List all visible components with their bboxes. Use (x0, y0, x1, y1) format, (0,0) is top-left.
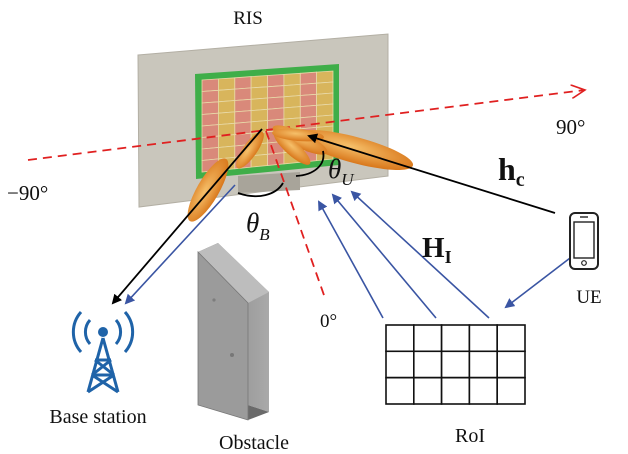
channel-subscript: c (516, 169, 525, 191)
roi-grid (385, 324, 526, 405)
blue-arrow-roi-ris (331, 193, 437, 319)
direct-channel-arrow (307, 133, 556, 214)
roi-cell (385, 376, 415, 405)
ris-element (250, 108, 268, 123)
ris-element (217, 145, 236, 160)
ris-element (234, 87, 252, 101)
ris-element (201, 112, 219, 127)
theta-u-arc (295, 150, 325, 177)
ris-element (217, 88, 236, 103)
roi-cell (412, 376, 443, 405)
ris-element (217, 100, 236, 114)
base-station-tower-icon (71, 311, 135, 394)
ris-label: RIS (233, 8, 263, 29)
roi-label: RoI (455, 425, 485, 447)
ris-element (201, 147, 219, 161)
ris-element (316, 103, 334, 117)
roi-cell (468, 376, 498, 405)
ris-element (283, 72, 301, 87)
side-lobe (273, 131, 311, 165)
ris-cell-grid (201, 70, 334, 173)
ris-element (299, 93, 318, 108)
ue-label: UE (576, 287, 601, 308)
roi-cell (440, 376, 471, 405)
ris-element (234, 98, 252, 113)
ue-phone-icon (569, 212, 599, 270)
ris-element (217, 77, 236, 91)
roi-cell (412, 350, 443, 379)
direct-channel-label: hc (498, 151, 525, 191)
ris-element (267, 96, 285, 110)
ris-element (250, 75, 268, 89)
angle-90-label: 90° (556, 115, 585, 139)
theta-b-label: θB (246, 208, 270, 244)
roi-cell (496, 324, 526, 353)
theta-b-subscript: B (259, 225, 270, 244)
roi-cell (468, 324, 498, 353)
blue-arrow-to-bs (124, 184, 236, 305)
ris-element (234, 110, 252, 124)
angle-axis-line (27, 90, 585, 161)
ris-element (250, 86, 268, 100)
ris-element (267, 85, 285, 99)
ris-element (299, 104, 318, 119)
ris-element (299, 71, 318, 85)
ris-element (283, 95, 301, 109)
roi-cell (440, 324, 471, 353)
channel-subscript: I (445, 247, 452, 267)
roi-cell (496, 376, 526, 405)
roi-cell (385, 350, 415, 379)
ris-element (267, 107, 285, 121)
roi-cell (468, 350, 498, 379)
theta-u-subscript: U (341, 170, 355, 189)
ris-element (267, 152, 285, 166)
ris-element (250, 97, 268, 112)
roi-cell (440, 350, 471, 379)
blue-arrow-roi-ris (318, 200, 384, 319)
ris-element (234, 76, 252, 90)
ris-element (283, 106, 301, 120)
obstacle-label: Obstacle (219, 432, 289, 454)
angle-neg90-label: −90° (7, 181, 48, 205)
ris-mount (238, 172, 300, 193)
ris-element (217, 111, 236, 126)
ris-element (201, 124, 219, 138)
base-station-label: Base station (49, 406, 146, 428)
ris-element (316, 70, 334, 84)
theta-b-arc (237, 182, 284, 197)
angle-0-label: 0° (320, 311, 337, 332)
reflected-arrow-to-bs (111, 128, 263, 305)
channel-symbol: H (422, 232, 445, 264)
ris-element (201, 135, 219, 150)
main-beam-bs (187, 158, 229, 222)
theta-symbol: θ (246, 208, 259, 238)
roi-cell (412, 324, 443, 353)
ris-element (316, 81, 334, 95)
roi-cell (385, 324, 415, 353)
roi-cell (496, 350, 526, 379)
blue-arrow-roi-ris (350, 190, 490, 319)
roi-channel-label: HI (422, 232, 452, 267)
theta-symbol: θ (328, 154, 341, 184)
ris-element (283, 83, 301, 98)
ris-element (201, 78, 219, 92)
channel-symbol: h (498, 151, 516, 187)
ris-element (299, 115, 318, 130)
ris-element (316, 92, 334, 106)
ris-element (299, 82, 318, 96)
ris-element (217, 134, 236, 148)
ris-element (201, 89, 219, 104)
blue-arrow-ue-roi (504, 254, 575, 309)
obstacle-wall (197, 243, 269, 421)
theta-u-label: θU (328, 154, 355, 189)
side-lobe (236, 131, 264, 169)
ris-element (267, 73, 285, 88)
ris-element (201, 101, 219, 115)
